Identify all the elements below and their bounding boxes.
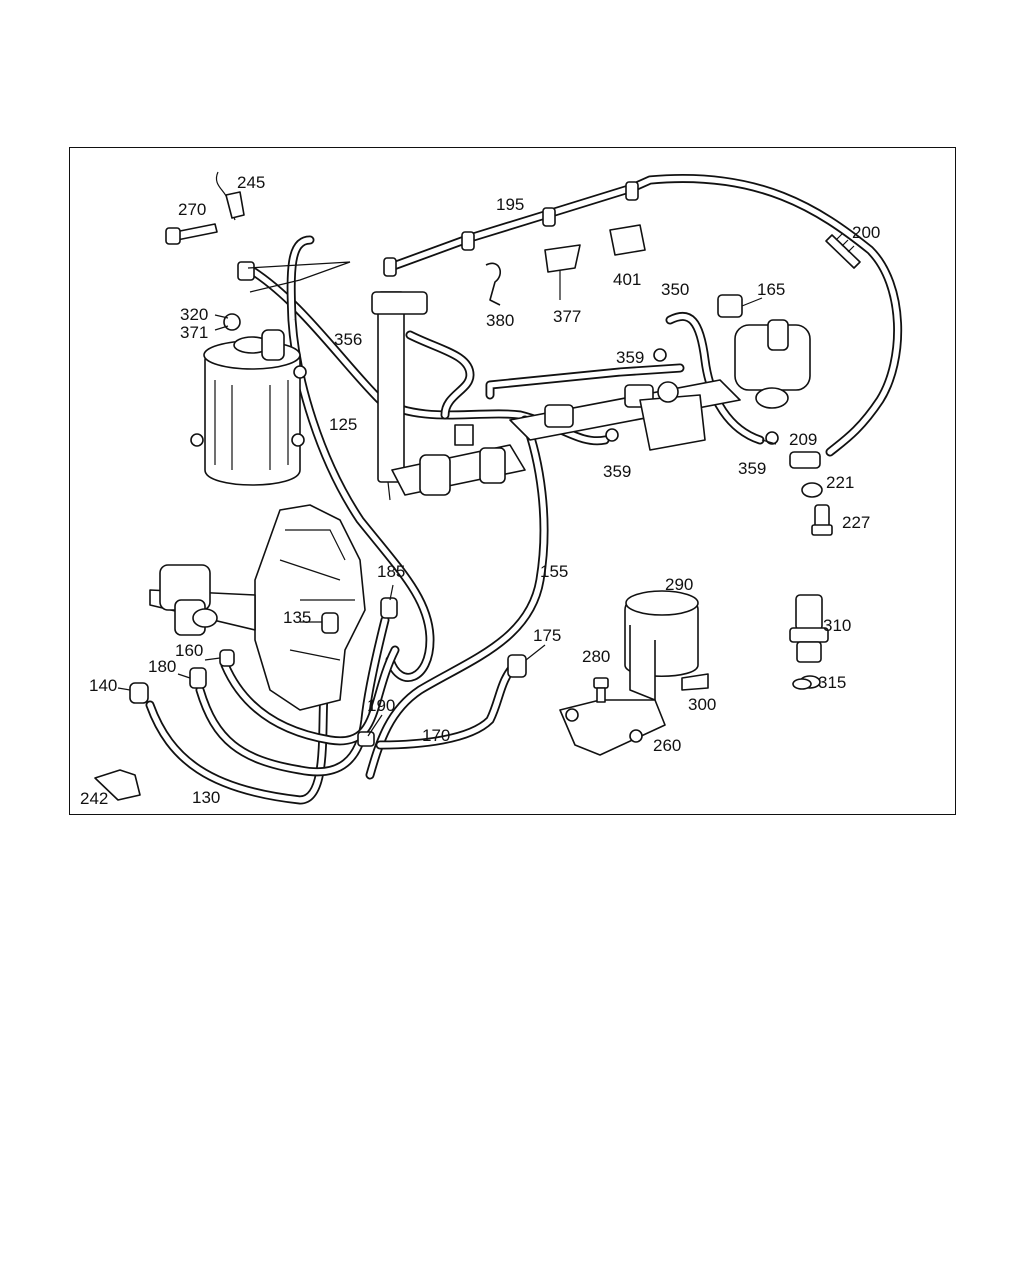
label-359-b: 359	[603, 462, 631, 481]
label-190: 190	[367, 696, 395, 715]
label-130: 130	[192, 788, 220, 807]
label-155: 155	[540, 562, 568, 581]
label-175: 175	[533, 626, 561, 645]
label-195: 195	[496, 195, 524, 214]
label-401: 401	[613, 270, 641, 289]
label-165: 165	[757, 280, 785, 299]
label-320: 320	[180, 305, 208, 324]
label-315: 315	[818, 673, 846, 692]
pressure-regulator-and-bracket	[559, 590, 699, 756]
label-260: 260	[653, 736, 681, 755]
label-290: 290	[665, 575, 693, 594]
label-227: 227	[842, 513, 870, 532]
hose-lines	[145, 173, 903, 805]
fuel-filter-housing	[190, 329, 307, 486]
label-380: 380	[486, 311, 514, 330]
high-pressure-pump	[149, 504, 366, 711]
label-300: 300	[688, 695, 716, 714]
part-number-labels: 245 270 195 200 320 371 356 380 377 401 …	[80, 173, 880, 808]
label-135: 135	[283, 608, 311, 627]
label-180: 180	[148, 657, 176, 676]
diagram-frame	[69, 147, 956, 815]
label-170: 170	[422, 726, 450, 745]
label-125: 125	[329, 415, 357, 434]
label-245: 245	[237, 173, 265, 192]
label-140: 140	[89, 676, 117, 695]
label-270: 270	[178, 200, 206, 219]
label-209: 209	[789, 430, 817, 449]
label-350: 350	[661, 280, 689, 299]
injector-and-rail	[371, 291, 811, 501]
label-160: 160	[175, 641, 203, 660]
label-242: 242	[80, 789, 108, 808]
leader-lines	[117, 261, 777, 737]
label-310: 310	[823, 616, 851, 635]
label-359-c: 359	[738, 459, 766, 478]
label-280: 280	[582, 647, 610, 666]
label-221: 221	[826, 473, 854, 492]
label-371: 371	[180, 323, 208, 342]
label-377: 377	[553, 307, 581, 326]
label-356: 356	[334, 330, 362, 349]
label-200: 200	[852, 223, 880, 242]
label-185: 185	[377, 562, 405, 581]
label-359-a: 359	[616, 348, 644, 367]
